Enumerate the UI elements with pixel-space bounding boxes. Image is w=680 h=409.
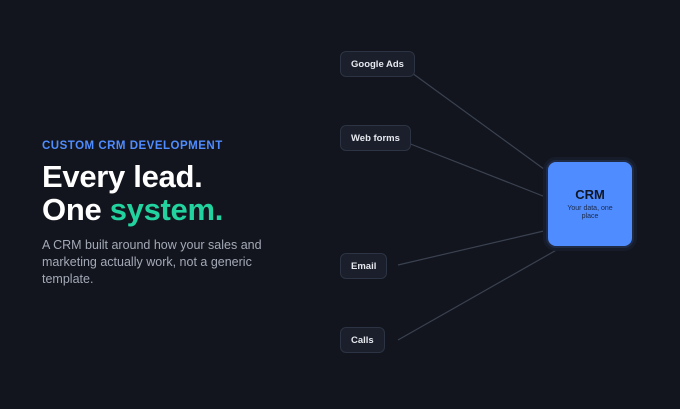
source-chip-web-forms: Web forms	[340, 125, 411, 151]
connector-email	[397, 229, 549, 266]
crm-subtitle: Your data, one place	[567, 205, 613, 220]
headline-accent: system.	[109, 192, 224, 227]
source-chip-label: Email	[351, 260, 377, 272]
headline-line-2-prefix: One	[42, 192, 110, 227]
eyebrow-label: CUSTOM CRM DEVELOPMENT	[42, 140, 223, 152]
source-chip-label: Google Ads	[351, 58, 404, 70]
headline-line-1: Every lead.	[42, 159, 203, 194]
source-chip-label: Calls	[351, 334, 374, 346]
connector-google-ads	[411, 72, 549, 173]
crm-hub-node: CRM Your data, one place	[546, 160, 634, 248]
hero-section: CUSTOM CRM DEVELOPMENT Every lead. One s…	[42, 139, 332, 288]
source-chip-email: Email	[340, 253, 388, 279]
source-chip-google-ads: Google Ads	[340, 51, 415, 77]
hero-subtext: A CRM built around how your sales and ma…	[42, 238, 262, 286]
connector-calls	[397, 247, 561, 341]
source-chip-calls: Calls	[340, 327, 385, 353]
source-chip-label: Web forms	[351, 132, 400, 144]
connector-web-forms	[407, 142, 549, 199]
headline: Every lead. One system.	[42, 160, 332, 226]
crm-title: CRM	[575, 187, 605, 202]
